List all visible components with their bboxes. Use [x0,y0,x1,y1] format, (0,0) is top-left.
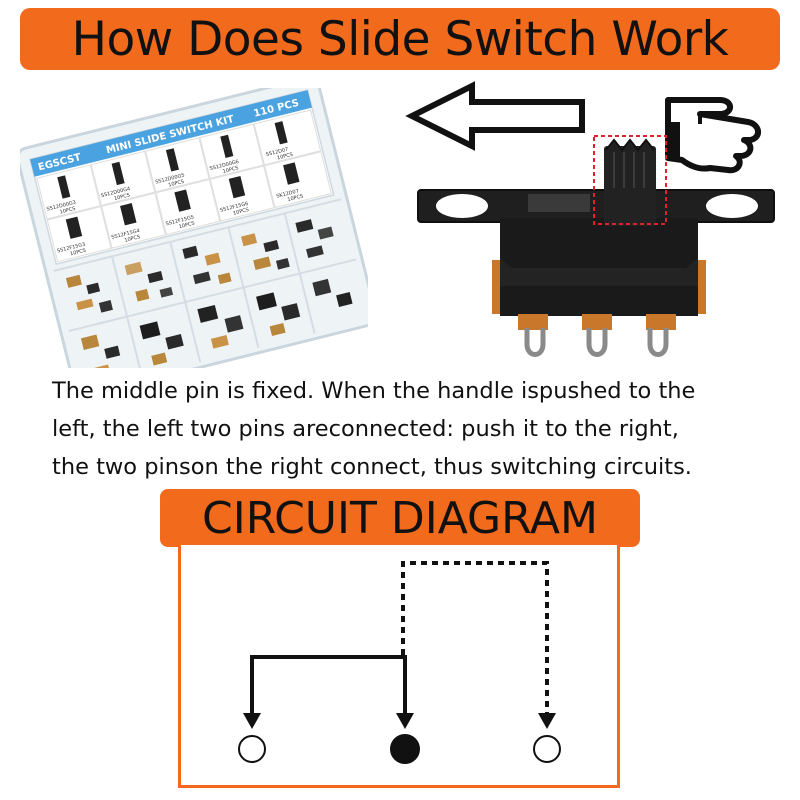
solid-connection [243,655,414,729]
kit-compartments [53,198,357,368]
title-banner: How Does Slide Switch Work [20,8,780,70]
description-line: the two pinson the right connect, thus s… [52,454,692,480]
arrow-down-icon [538,713,556,729]
kit-cell: SS12F15G6 10PCS [209,165,275,222]
description-line: The middle pin is fixed. When the handle… [52,378,696,404]
kit-cell-code: SK12D07 [276,188,300,199]
switch-kit-box: EGSCST MINI SLIDE SWITCH KIT 110 PCS SS1… [20,88,368,368]
handle-highlight-box [593,135,667,225]
kit-cell-qty: 10PCS [124,234,141,244]
kit-cell-qty: 10PCS [59,206,76,216]
middle-terminal-fixed [390,734,420,764]
kit-cell: SS12D07 10PCS [253,109,322,166]
kit-cell-qty: 10PCS [168,179,185,189]
kit-label-grid: SS12D00G3 10PCS SS12D00G4 10PCS SS12D00G… [36,109,332,263]
kit-cell-code: SS12D07 [265,147,289,158]
kit-cell-qty: 10PCS [277,152,294,162]
kit-cell-qty: 10PCS [178,221,195,231]
description: The middle pin is fixed. When the handle… [52,372,772,486]
pointing-hand-icon [665,97,761,174]
kit-cell-qty: 10PCS [233,207,250,217]
slide-switch [417,135,775,357]
kit-cell: SS12D00G3 10PCS [36,164,102,220]
kit-cell: SS12F15G4 10PCS [101,192,166,249]
circuit-diagram [178,545,620,788]
arrow-down-icon [396,713,414,729]
kit-cell-qty: 10PCS [70,248,87,258]
circuit-title: CIRCUIT DIAGRAM [202,492,598,544]
kit-cell: SS12D00G5 10PCS [144,137,210,193]
left-arrow-icon [405,81,585,151]
kit-cell-qty: 10PCS [222,165,239,175]
kit-cell: SS12F15G3 10PCS [46,206,112,263]
arrow-down-icon [243,713,261,729]
kit-cell: SS12F15G5 10PCS [155,178,221,236]
left-terminal-open [238,735,266,763]
kit-parts [65,219,353,368]
kit-cell-qty: 10PCS [114,192,131,202]
kit-cell: SK12D07 10PCS [264,151,332,209]
right-terminal-open [533,735,561,763]
circuit-banner: CIRCUIT DIAGRAM [160,489,640,547]
kit-cell: SS12D00G6 10PCS [199,123,265,179]
kit-cell-qty: 10PCS [287,193,304,203]
dashed-connection [401,561,556,729]
page-title: How Does Slide Switch Work [71,11,729,67]
kit-cell: SS12D00G4 10PCS [90,150,156,207]
description-line: left, the left two pins areconnected: pu… [52,416,679,442]
slide-switch-illustration [405,81,775,357]
